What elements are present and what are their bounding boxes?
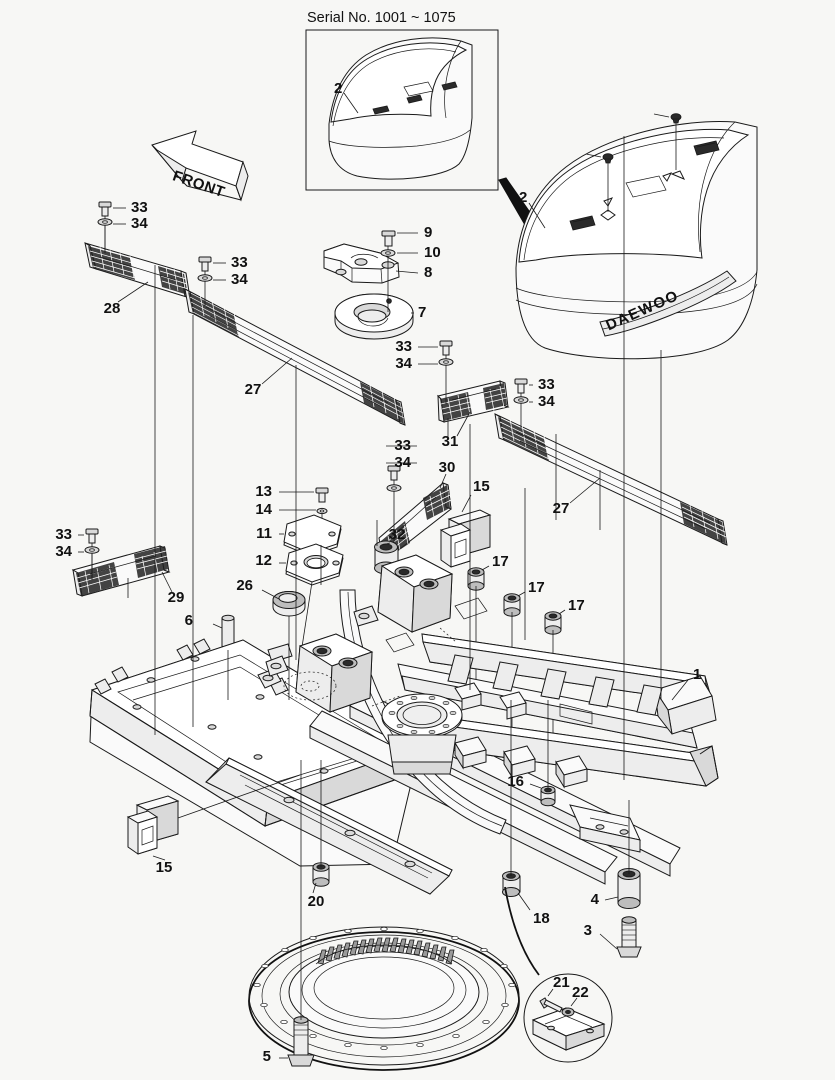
bushing-32: 32 (374, 526, 406, 575)
slew-bolt-holes (253, 926, 516, 1051)
callout-22: 22 (572, 984, 589, 1001)
rubber-stop-15-lower: 15 (126, 774, 301, 876)
callout-6: 6 (185, 612, 193, 629)
callout-15-upper: 15 (473, 478, 490, 495)
step-plate-28: 28 (84, 241, 191, 317)
callout-34-a: 34 (131, 215, 148, 232)
cover-plate-11: 11 (256, 514, 342, 557)
fastener-9-10: 9 10 (380, 224, 441, 300)
frame-cross-members (447, 654, 663, 716)
bushing-17-a: 17 (467, 553, 509, 700)
frame-mounting-pads (454, 682, 588, 789)
callout-13: 13 (255, 483, 272, 500)
bolt-5: 5 (263, 760, 315, 1067)
swivel-ring-7: 7 (334, 293, 426, 340)
bushing-18: 18 (502, 871, 550, 927)
step-plate-29: 29 (71, 545, 185, 606)
callout-1: 1 (693, 666, 701, 683)
callout-30: 30 (439, 459, 456, 476)
callout-4: 4 (591, 891, 600, 908)
callout-33-e: 33 (394, 437, 411, 454)
fastener-33-34-b: 33 34 (197, 254, 248, 306)
slew-ring-bearing (248, 926, 520, 1071)
bracket-8: 8 (323, 243, 432, 284)
callout-inset-2: 2 (334, 80, 342, 97)
callout-32: 32 (389, 526, 406, 543)
bushing-17-b: 17 (503, 579, 545, 727)
callout-21: 21 (553, 974, 570, 991)
spacer-4: 4 (591, 800, 641, 909)
callout-29: 29 (168, 589, 185, 606)
callout-3: 3 (584, 922, 592, 939)
callout-15-lower: 15 (156, 859, 173, 876)
callout-34-c: 34 (395, 355, 412, 372)
callout-17-a: 17 (492, 553, 509, 570)
upper-frame-1: 1 (89, 554, 719, 895)
callout-34-e: 34 (394, 454, 411, 471)
callout-31: 31 (442, 433, 459, 450)
fastener-33-34-f: 33 34 (55, 526, 100, 580)
callout-counterweight-2: 2 (519, 189, 527, 206)
bushing-16: 16 (507, 773, 556, 807)
callout-33-d: 33 (538, 376, 555, 393)
callout-27-right: 27 (553, 500, 570, 517)
callout-17-c: 17 (568, 597, 585, 614)
exploded-leader-lines (91, 136, 662, 876)
callout-18: 18 (533, 910, 550, 927)
callout-33-b: 33 (231, 254, 248, 271)
callout-34-d: 34 (538, 393, 555, 410)
callout-20: 20 (308, 893, 325, 910)
callout-11: 11 (256, 525, 272, 542)
step-plate-27-right: 27 (494, 413, 728, 546)
fastener-33-34-e: 33 34 (386, 437, 417, 543)
callout-8: 8 (424, 264, 432, 281)
serial-inset-frame (305, 29, 499, 191)
inset-counterweight: 2 (328, 37, 473, 180)
callout-10: 10 (424, 244, 441, 261)
callout-27-left: 27 (245, 381, 262, 398)
serial-caption: Serial No. 1001 ~ 1075 (307, 10, 456, 26)
bolt-3: 3 (584, 916, 642, 958)
step-plate-31: 31 (437, 380, 510, 450)
callout-7: 7 (418, 304, 426, 321)
bushing-20: 20 (308, 862, 330, 910)
cover-plate-12: 12 (255, 543, 344, 661)
callout-33-f: 33 (55, 526, 72, 543)
callout-34-b: 34 (231, 271, 248, 288)
pin-6: 6 (185, 612, 235, 651)
serial-inset-group: Serial No. 1001 ~ 1075 2 (305, 10, 549, 245)
callout-33-a: 33 (131, 199, 148, 216)
step-plate-27-left: 27 (184, 288, 406, 426)
callout-5: 5 (263, 1048, 271, 1065)
fastener-33-34-a: 33 34 (97, 199, 148, 253)
callout-17-b: 17 (528, 579, 545, 596)
callout-9: 9 (424, 224, 432, 241)
bolt-23-a (585, 153, 616, 221)
callout-26: 26 (236, 577, 253, 594)
callout-16: 16 (507, 773, 524, 790)
callout-14: 14 (255, 501, 272, 518)
callout-12: 12 (255, 552, 272, 569)
detail-circle-21-22: 21 22 (504, 886, 613, 1063)
fastener-33-34-d: 33 34 (513, 376, 555, 428)
counterweight-group: DAEWOO 2 (515, 120, 758, 360)
front-arrow-group: FRONT (151, 130, 249, 202)
swing-bearing-flange (381, 693, 463, 739)
callout-28: 28 (104, 300, 121, 317)
plug-26: 26 (236, 577, 306, 617)
fastener-33-34-c: 33 34 (395, 338, 454, 404)
callout-33-c: 33 (395, 338, 412, 355)
callout-34-f: 34 (55, 543, 72, 560)
bolt-23-b (653, 113, 682, 170)
